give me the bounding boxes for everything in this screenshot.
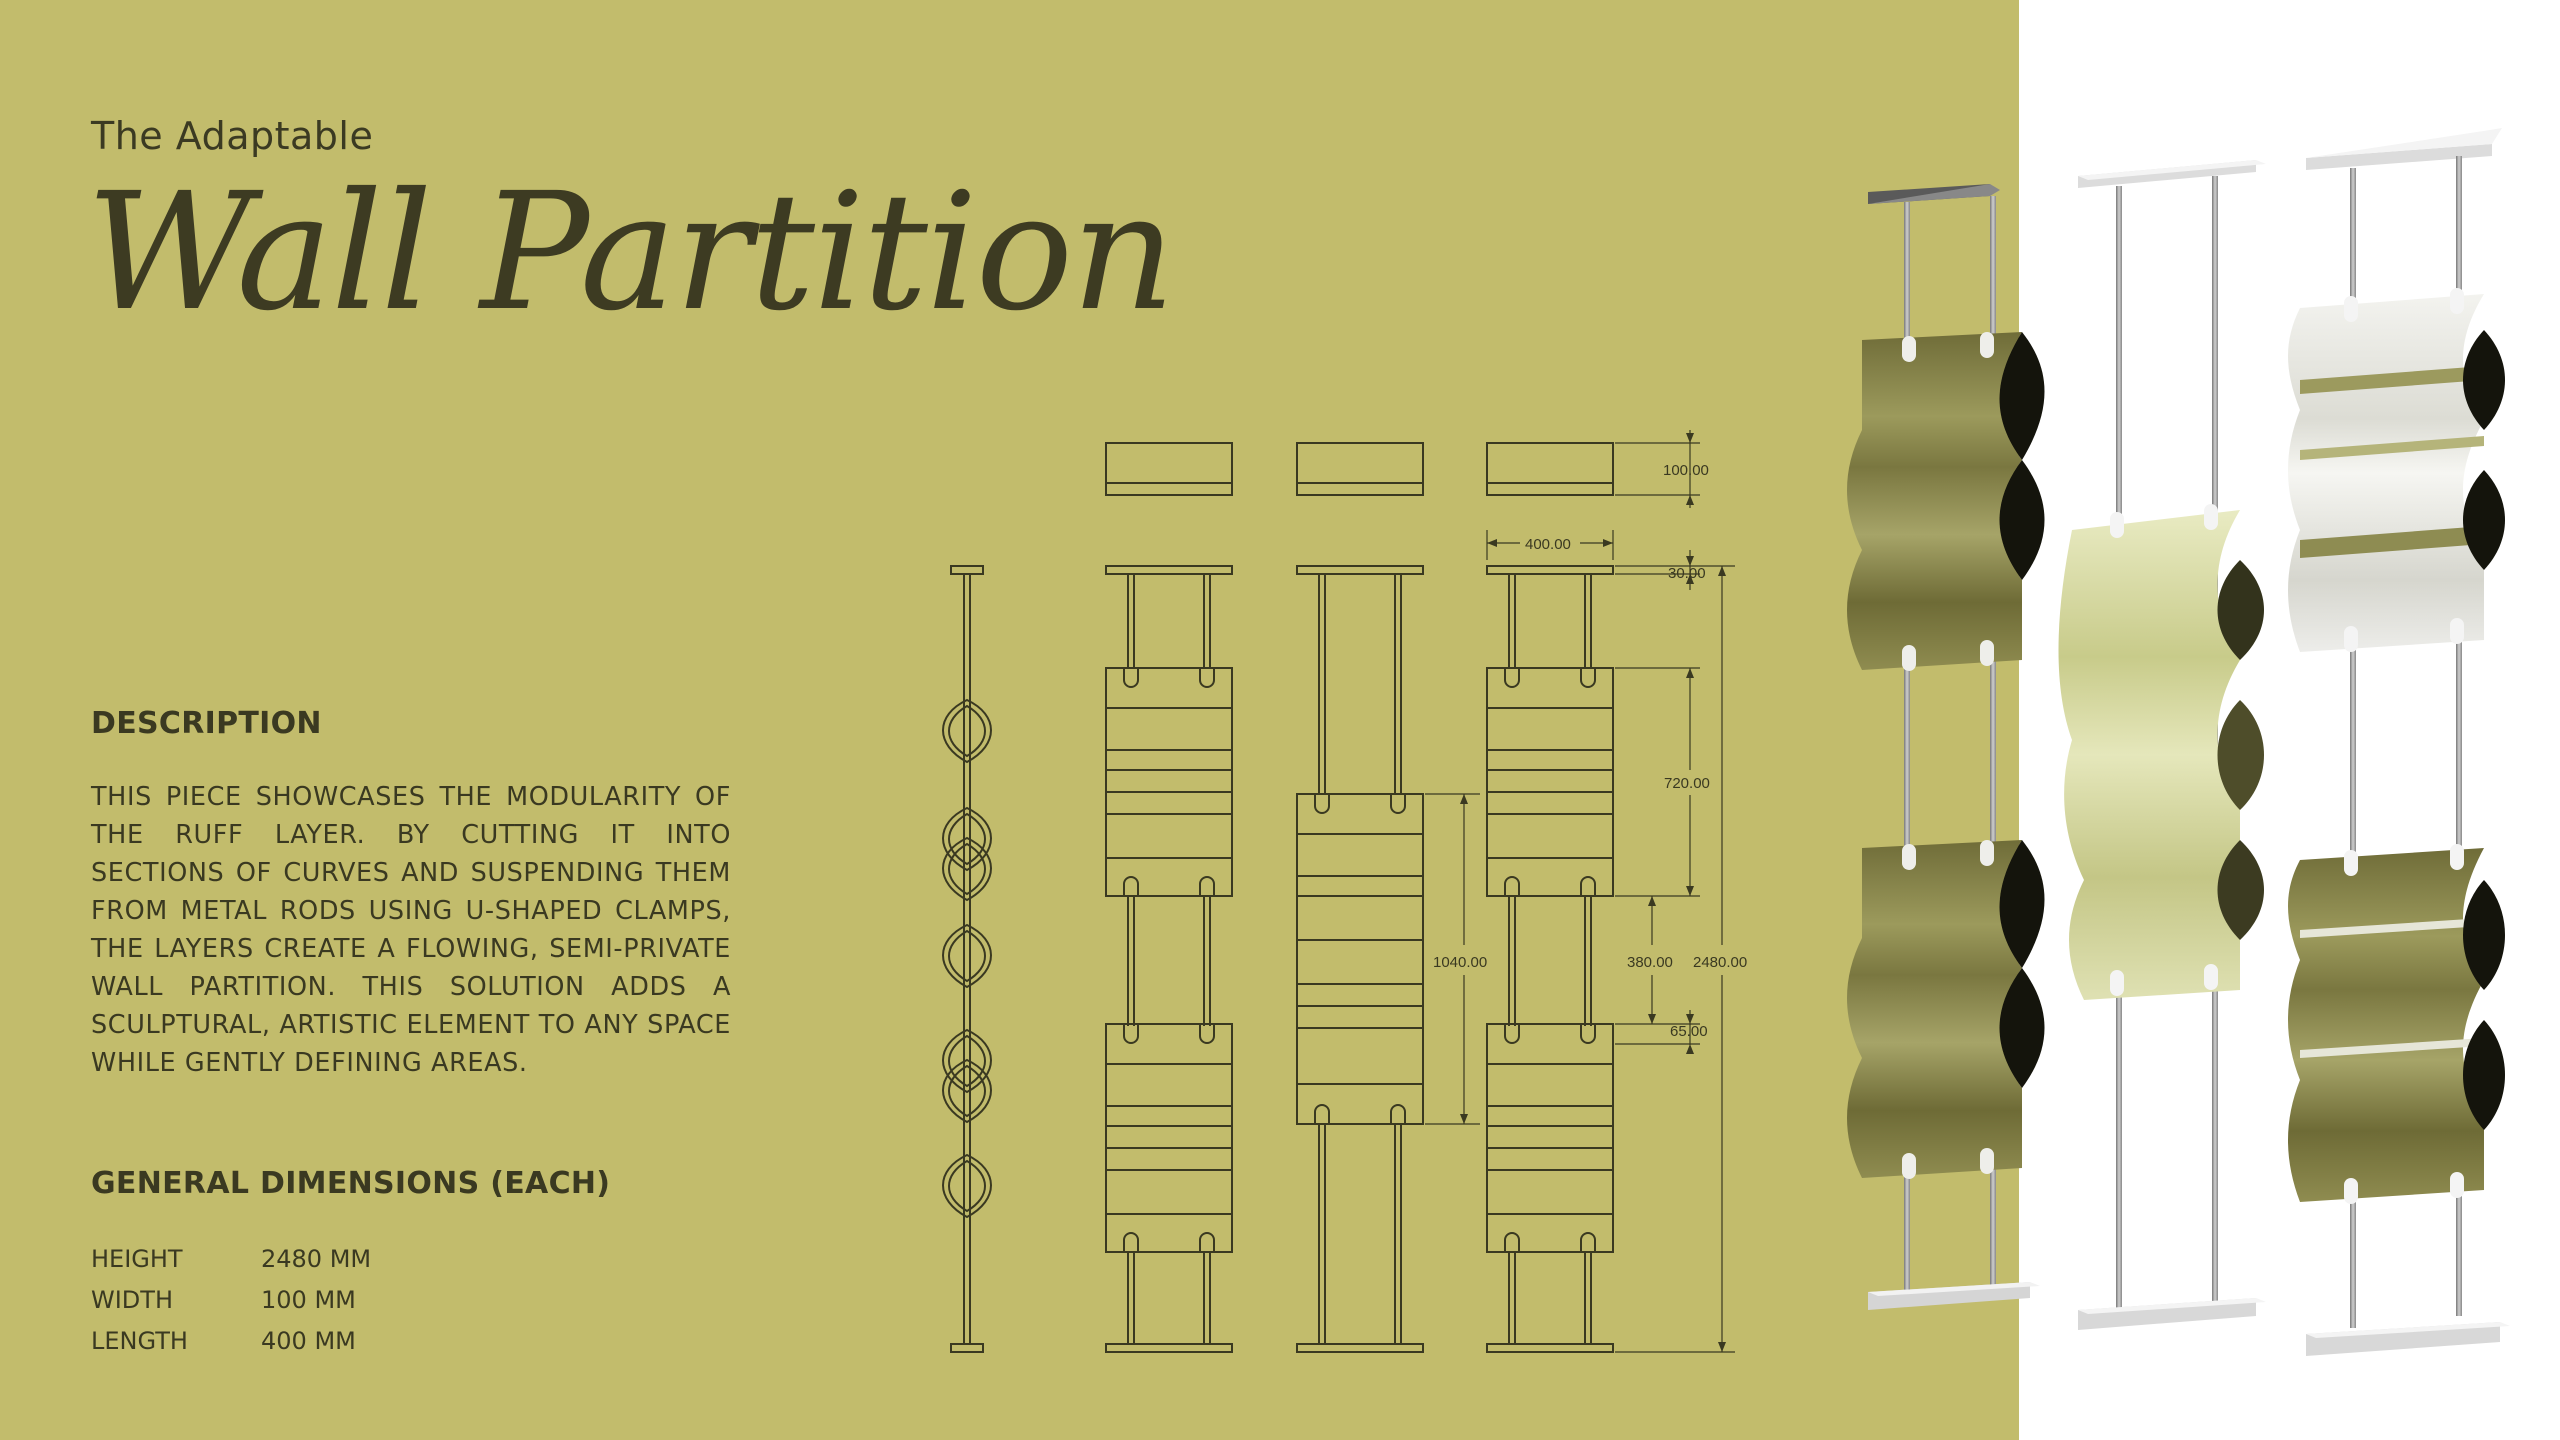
dimension-label-100: 100.00 [1663,462,1709,479]
dimension-label: WIDTH [91,1285,173,1314]
dimension-label: HEIGHT [91,1244,183,1273]
dimension-label-380: 380.00 [1627,954,1673,971]
dimension-label: LENGTH [91,1326,188,1355]
render-partition-olive [1847,184,2045,1310]
dimensions-heading: GENERAL DIMENSIONS (EACH) [91,1166,611,1201]
dimensions-table: HEIGHT 2480 MM WIDTH 100 MM LENGTH 400 M… [91,1238,371,1361]
side-view [942,565,992,1353]
dimension-label-400: 400.00 [1525,536,1571,553]
pre-title: The Adaptable [91,114,374,158]
dimension-label-65: 65.00 [1670,1023,1708,1040]
dimension-arrows [1460,433,1726,1352]
dimension-label-2480: 2480.00 [1693,954,1747,971]
technical-drawing: 100.00 400.00 30.00 720.00 1040.00 380.0… [942,430,1747,1353]
render-partition-pale [2058,160,2266,1330]
dimension-row-width: WIDTH 100 MM [91,1279,371,1320]
dimension-value: 400 MM [261,1326,356,1355]
description-body: THIS PIECE SHOWCASES THE MODULARITY OF T… [91,782,731,1078]
dimension-row-length: LENGTH 400 MM [91,1320,371,1361]
dimension-row-height: HEIGHT 2480 MM [91,1238,371,1279]
page-title: Wall Partition [86,159,1176,347]
render-partition-white [2288,128,2510,1356]
description-heading: DESCRIPTION [91,706,322,741]
front-view-2 [1296,442,1424,1353]
dimension-label-720: 720.00 [1664,775,1710,792]
dimension-value: 100 MM [261,1285,356,1314]
dimension-label-1040: 1040.00 [1433,954,1487,971]
dimension-value: 2480 MM [261,1244,372,1273]
dimension-label-30: 30.00 [1668,565,1706,582]
